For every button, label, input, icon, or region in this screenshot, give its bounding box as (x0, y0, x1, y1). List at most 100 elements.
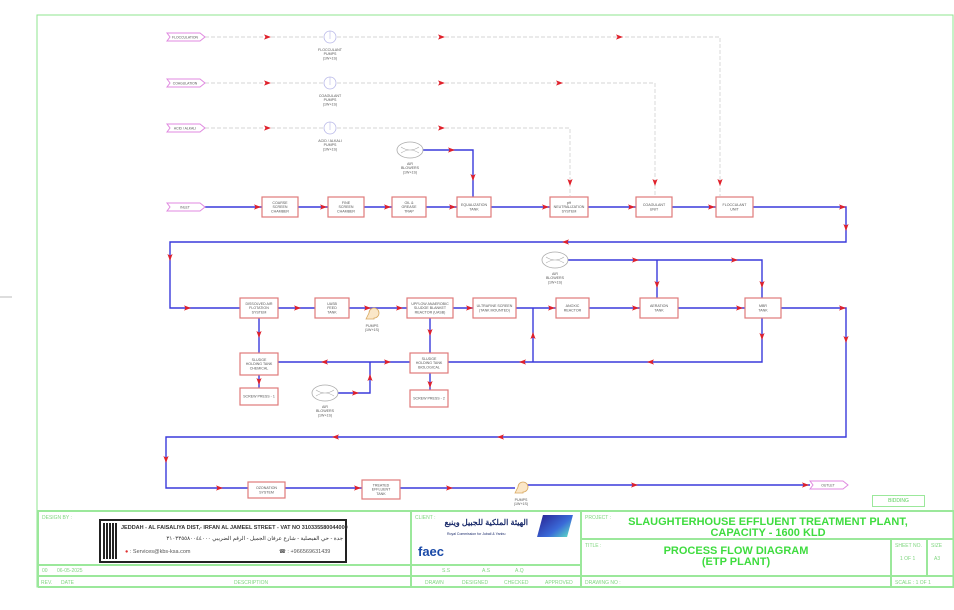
title-label: TITLE : (585, 543, 602, 549)
flow-arrow-icon (438, 80, 445, 86)
inlet-tag-label: INLET (180, 205, 190, 209)
flow-arrow-icon (364, 305, 371, 311)
flow-arrow-icon (264, 34, 271, 40)
drawing-no-label: DRAWING NO : (585, 580, 621, 586)
unit-treated (361, 479, 401, 500)
flow-arrow-icon (497, 434, 504, 440)
size-label: SIZE (931, 543, 943, 549)
sheet-value: 1 OF 1 (900, 556, 916, 562)
flow-arrow-icon (562, 239, 569, 245)
unit-uasb (406, 297, 454, 319)
project-title-line2: CAPACITY - 1600 KLD (710, 527, 826, 539)
outlet-tag (809, 480, 849, 490)
unit-uasbfeed (314, 297, 350, 319)
feed-tag-1 (166, 78, 206, 88)
dosing-line-2 (205, 127, 571, 196)
scale-cell: SCALE : 1 OF 1 (891, 576, 954, 588)
unit-eq (456, 196, 492, 218)
air-line-4 (338, 362, 371, 394)
blower-lobes (315, 389, 335, 397)
unit-mbr (744, 297, 782, 319)
unit-ultra (472, 297, 517, 319)
flow-arrow-icon (384, 204, 391, 210)
outlet-tag-label: OUTLET (821, 483, 834, 487)
designed-by: A.S (482, 568, 491, 574)
flow-arrow-icon (616, 34, 623, 40)
transfer-pump-icon (365, 307, 380, 320)
checked-by: A.Q (515, 568, 524, 574)
feed-tag-2 (166, 123, 206, 133)
client-logo-subtitle: Royal Commission for Jubail & Yanbu (447, 532, 506, 536)
flow-arrow-icon (438, 125, 445, 131)
flow-arrow-icon (427, 381, 433, 388)
flow-arrow-icon (759, 281, 765, 288)
sheet-label: SHEET NO. (895, 543, 922, 549)
feed-tag-0-label: FLOCCULATION (172, 35, 198, 39)
designed-label: DESIGNED (462, 580, 489, 586)
flow-arrow-icon (736, 305, 743, 311)
flow-arrow-icon (320, 204, 327, 210)
flow-arrow-icon (556, 80, 563, 86)
unit-oil (391, 196, 427, 218)
flow-arrow-icon (654, 281, 660, 288)
flow-arrow-icon (839, 305, 846, 311)
company-stamp: JEDDAH - AL FAISALIYA DIST,- IRFAN AL JA… (99, 519, 348, 563)
flow-arrow-icon (843, 224, 849, 231)
unit-coag (635, 196, 673, 218)
flow-arrow-icon (332, 434, 339, 440)
date-value: 06-05-2025 (57, 568, 83, 574)
feed-tag-1-label: COAGULATION (173, 81, 198, 85)
unit-coarse (261, 196, 299, 218)
transfer-pump-label-1: PUMPS(1W+1S) (514, 498, 528, 506)
flow-arrow-icon (352, 390, 359, 396)
unit-aeration (639, 297, 679, 319)
scale-value: SCALE : 1 OF 1 (895, 580, 931, 586)
flow-arrow-icon (448, 147, 455, 153)
description-label: DESCRIPTION (234, 580, 269, 586)
size-cell: SIZE A3 (927, 539, 954, 576)
consultant-logo: faec (418, 544, 445, 559)
flow-arrow-icon (839, 204, 846, 210)
unit-floc (715, 196, 754, 218)
unit-label-sp2: SCREW PRESS - 2 (413, 397, 445, 401)
return-line (278, 318, 763, 363)
unit-shtchem (239, 352, 279, 376)
phone-icon: ☎ (279, 549, 286, 555)
flow-arrow-icon (759, 333, 765, 340)
flow-arrow-icon (264, 125, 271, 131)
sign-header: DRAWN DESIGNED CHECKED APPROVED (411, 576, 581, 588)
flow-arrow-icon (632, 257, 639, 263)
project-title-line1: SLAUGHTERHOUSE EFFLUENT TREATMENT PLANT, (628, 516, 908, 528)
client-cell: CLIENT : الهيئة الملكية للجبيل وينبع Roy… (411, 511, 581, 565)
qr-code (103, 523, 117, 559)
date-label: DATE (61, 580, 74, 586)
drawn-by: S.S (442, 568, 451, 574)
air-line-2 (568, 259, 763, 298)
stamp-address: JEDDAH - AL FAISALIYA DIST,- IRFAN AL JA… (121, 525, 348, 531)
transfer-pump-icon (514, 481, 529, 494)
drawing-title-line1: PROCESS FLOW DIAGRAM (663, 545, 809, 557)
air-line-1 (423, 149, 474, 197)
stamp-address-arabic: جدة - حي الفيصلية - شارع عرفان الجميل - … (166, 536, 343, 542)
title-block: DESIGN BY : JEDDAH - AL FAISALIYA DIST,-… (37, 510, 954, 588)
flow-arrow-icon (530, 332, 536, 339)
email-icon: ● (125, 549, 129, 555)
unit-label-sp1: SCREW PRESS - 1 (243, 395, 275, 399)
